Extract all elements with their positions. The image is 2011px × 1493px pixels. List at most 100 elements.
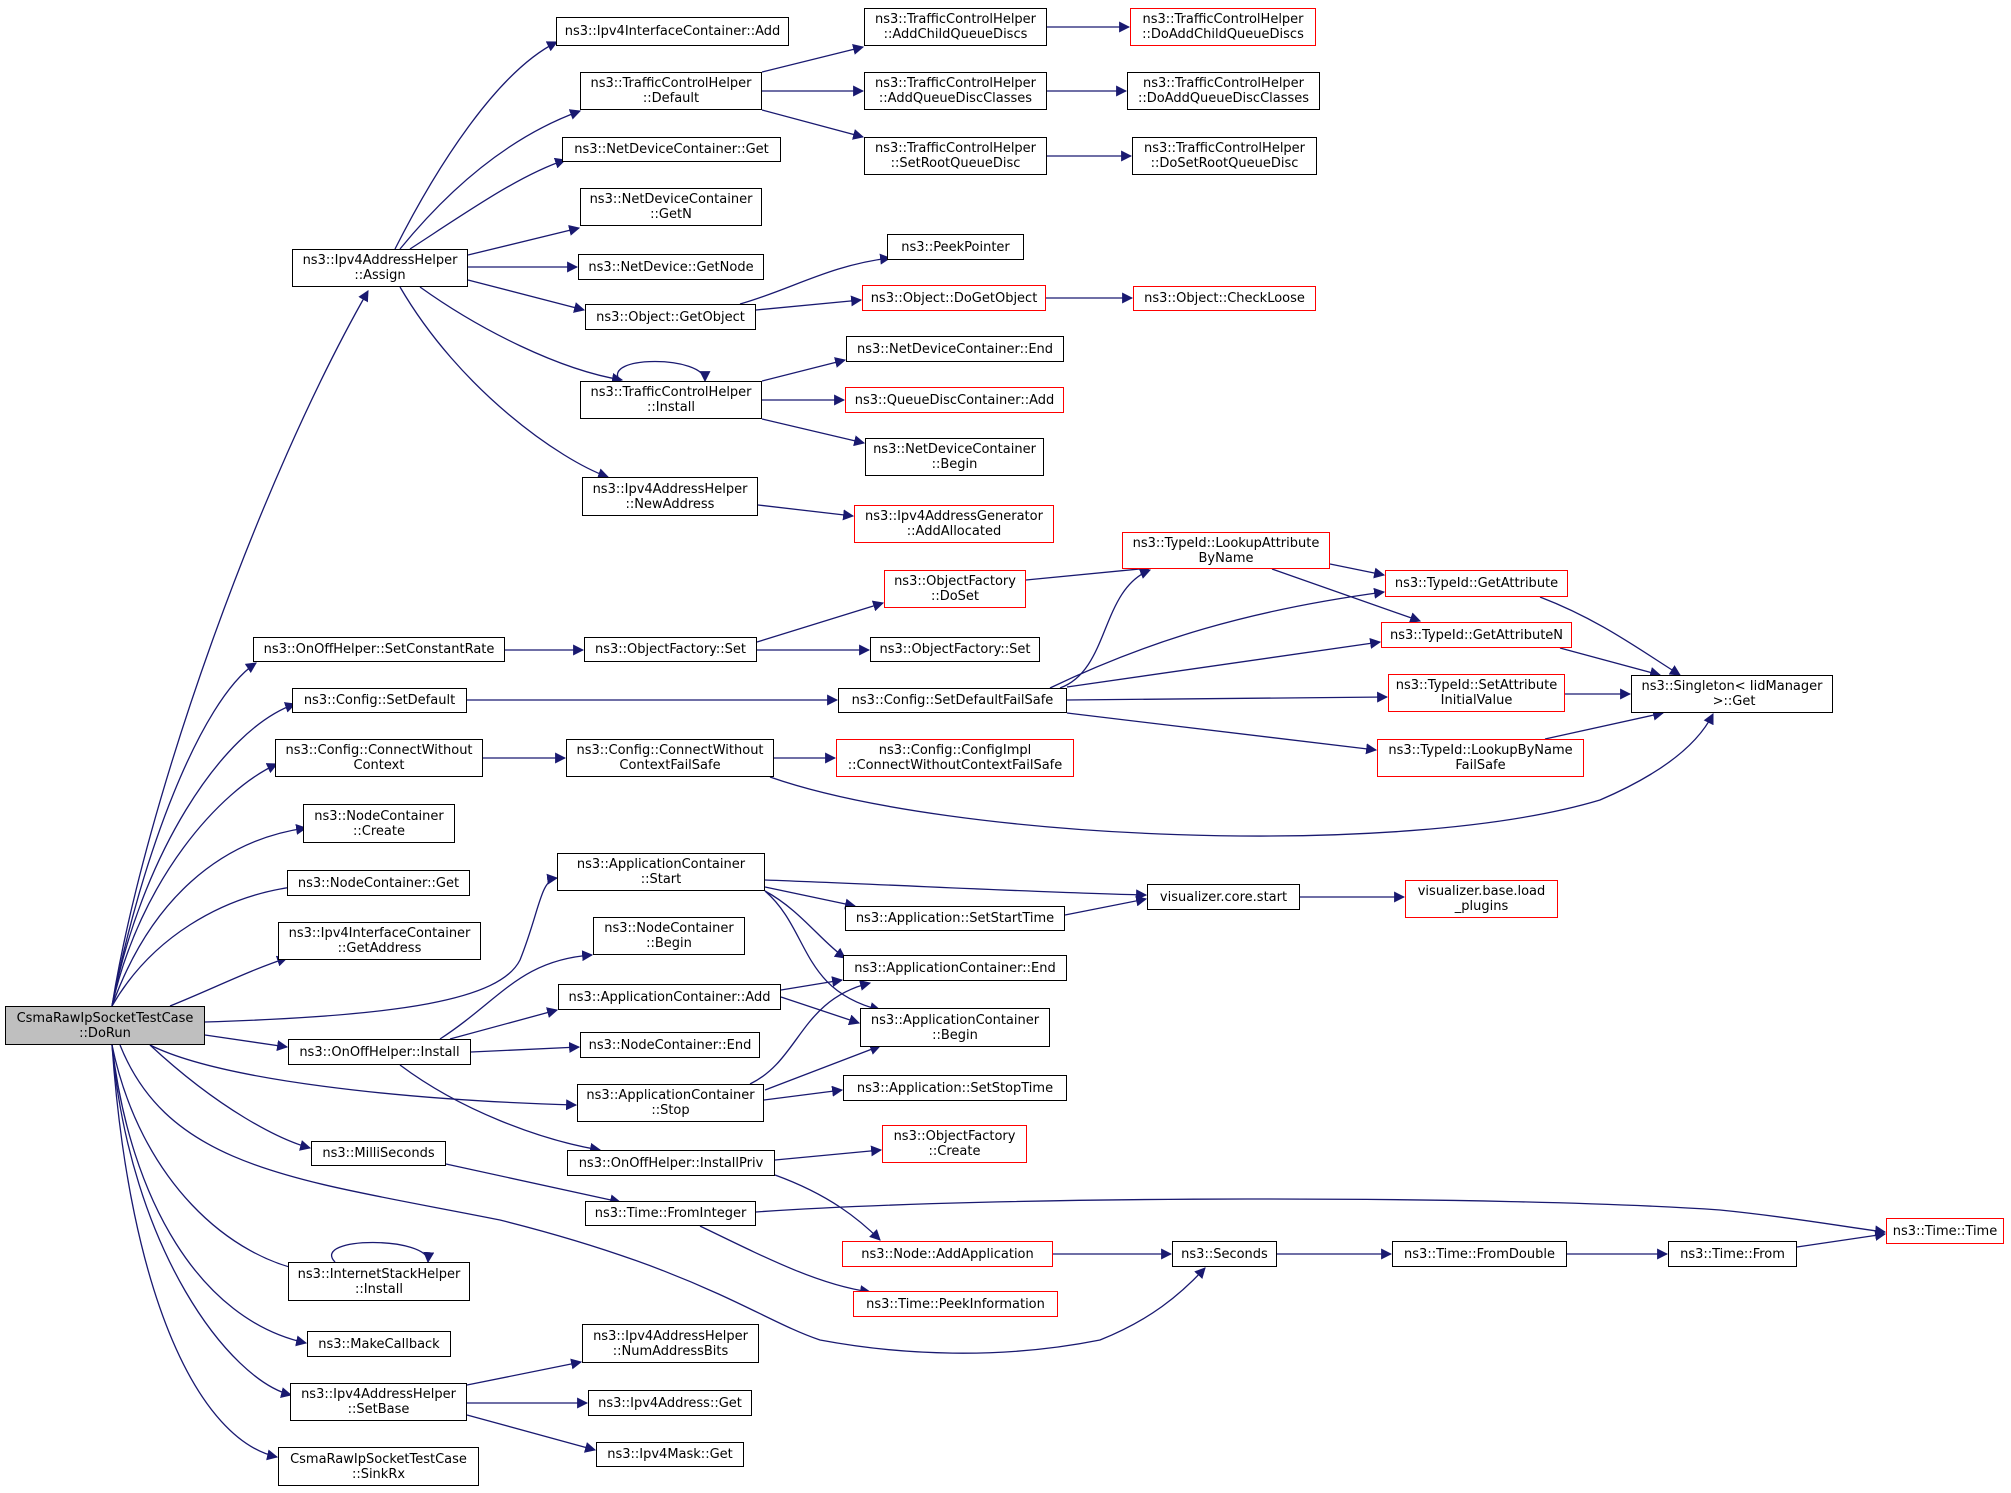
- node-typeid-getattr[interactable]: ns3::TypeId::GetAttribute: [1385, 570, 1568, 597]
- node-nc-end[interactable]: ns3::NodeContainer::End: [580, 1032, 760, 1058]
- node-peekpointer[interactable]: ns3::PeekPointer: [887, 234, 1024, 260]
- node-tch-setroot[interactable]: ns3::TrafficControlHelper::SetRootQueueD…: [864, 137, 1047, 175]
- node-time-frominteger[interactable]: ns3::Time::FromInteger: [585, 1201, 756, 1226]
- node-ndc-begin[interactable]: ns3::NetDeviceContainer::Begin: [865, 438, 1044, 476]
- edge-root-ac-start: [204, 873, 559, 1023]
- node-label-line: ns3::QueueDiscContainer::Add: [854, 392, 1055, 408]
- edge-tch-install-ndc-end: [761, 357, 847, 382]
- node-time-from[interactable]: ns3::Time::From: [1668, 1241, 1797, 1267]
- node-tch-doaddchild[interactable]: ns3::TrafficControlHelper::DoAddChildQue…: [1130, 8, 1316, 46]
- node-viz-core-start[interactable]: visualizer.core.start: [1147, 884, 1300, 910]
- node-ipv4ic-getaddress[interactable]: ns3::Ipv4InterfaceContainer::GetAddress: [278, 922, 481, 960]
- node-milliseconds[interactable]: ns3::MilliSeconds: [311, 1141, 446, 1166]
- node-configimpl-connect[interactable]: ns3::Config::ConfigImpl::ConnectWithoutC…: [836, 739, 1074, 777]
- node-label-line: ns3::Ipv4AddressHelper: [592, 481, 748, 497]
- node-nd-getnode[interactable]: ns3::NetDevice::GetNode: [578, 254, 764, 280]
- node-ipv4mask-get[interactable]: ns3::Ipv4Mask::Get: [596, 1442, 744, 1467]
- node-typeid-getattrn[interactable]: ns3::TypeId::GetAttributeN: [1381, 622, 1572, 648]
- node-label-line: ns3::ObjectFactory::Set: [594, 642, 747, 657]
- node-ac-start[interactable]: ns3::ApplicationContainer::Start: [557, 853, 765, 891]
- node-label-line: ns3::Config::ConfigImpl: [878, 743, 1032, 758]
- edge-ipv4ah-assign-ipv4ah-newaddress: [399, 286, 610, 479]
- edge-ipv4ah-assign-tch-install: [419, 286, 624, 384]
- node-node-addapp[interactable]: ns3::Node::AddApplication: [842, 1241, 1053, 1267]
- node-nc-begin[interactable]: ns3::NodeContainer::Begin: [593, 917, 745, 955]
- node-ac-end[interactable]: ns3::ApplicationContainer::End: [843, 955, 1067, 981]
- node-onoff-installpriv[interactable]: ns3::OnOffHelper::InstallPriv: [567, 1150, 775, 1176]
- node-ac-begin[interactable]: ns3::ApplicationContainer::Begin: [860, 1008, 1050, 1047]
- node-ndc-end[interactable]: ns3::NetDeviceContainer::End: [846, 336, 1064, 362]
- node-ipv4ic-add[interactable]: ns3::Ipv4InterfaceContainer::Add: [556, 17, 789, 46]
- node-ipv4ag-addallocated[interactable]: ns3::Ipv4AddressGenerator::AddAllocated: [854, 505, 1054, 543]
- node-label-line: ByName: [1198, 550, 1254, 566]
- node-label-line: ns3::ApplicationContainer::Add: [568, 989, 771, 1005]
- node-viz-base-load[interactable]: visualizer.base.load_plugins: [1405, 880, 1558, 918]
- node-obj-dogetobject[interactable]: ns3::Object::DoGetObject: [862, 285, 1046, 311]
- node-ish-install[interactable]: ns3::InternetStackHelper::Install: [288, 1262, 470, 1301]
- node-obj-getobject[interactable]: ns3::Object::GetObject: [585, 304, 756, 330]
- node-ipv4ah-numaddrbits[interactable]: ns3::Ipv4AddressHelper::NumAddressBits: [582, 1324, 759, 1363]
- edge-ac-add-ac-end: [780, 976, 844, 991]
- node-label-line: ns3::ObjectFactory: [894, 574, 1016, 589]
- node-label-line: ::DoSet: [930, 589, 980, 604]
- node-config-setdefault[interactable]: ns3::Config::SetDefault: [292, 688, 467, 713]
- node-label-line: _plugins: [1454, 899, 1509, 914]
- node-label-line: FailSafe: [1455, 758, 1506, 773]
- node-tch-addchild[interactable]: ns3::TrafficControlHelper::AddChildQueue…: [864, 8, 1047, 46]
- node-config-setdefaultfs[interactable]: ns3::Config::SetDefaultFailSafe: [838, 688, 1067, 713]
- node-label-line: ns3::MilliSeconds: [322, 1146, 435, 1161]
- edge-tch-default-tch-setroot: [761, 109, 865, 140]
- node-nc-create[interactable]: ns3::NodeContainer::Create: [303, 804, 455, 843]
- node-ndc-getn[interactable]: ns3::NetDeviceContainer::GetN: [580, 188, 762, 226]
- node-of-create[interactable]: ns3::ObjectFactory::Create: [882, 1125, 1027, 1163]
- node-tch-doaddclasses[interactable]: ns3::TrafficControlHelper::DoAddQueueDis…: [1127, 72, 1320, 110]
- node-root[interactable]: CsmaRawIpSocketTestCase::DoRun: [5, 1006, 205, 1045]
- node-singleton-get[interactable]: ns3::Singleton< IidManager >::Get: [1631, 675, 1833, 713]
- node-onoff-setconstrate[interactable]: ns3::OnOffHelper::SetConstantRate: [253, 637, 505, 662]
- node-tch-addclasses[interactable]: ns3::TrafficControlHelper::AddQueueDiscC…: [864, 72, 1047, 110]
- node-of-set1[interactable]: ns3::ObjectFactory::Set: [584, 637, 757, 662]
- node-label-line: ::GetN: [650, 207, 692, 222]
- node-label-line: CsmaRawIpSocketTestCase: [290, 1451, 467, 1467]
- node-onoff-install[interactable]: ns3::OnOffHelper::Install: [288, 1039, 471, 1065]
- node-label-line: ns3::Node::AddApplication: [861, 1246, 1034, 1262]
- node-ndc-get[interactable]: ns3::NetDeviceContainer::Get: [562, 137, 781, 162]
- edge-ipv4ah-assign-tch-default: [399, 109, 582, 250]
- node-time-fromdouble[interactable]: ns3::Time::FromDouble: [1392, 1241, 1567, 1267]
- node-ipv4addr-get[interactable]: ns3::Ipv4Address::Get: [588, 1390, 752, 1416]
- node-ac-stop[interactable]: ns3::ApplicationContainer::Stop: [577, 1084, 764, 1122]
- node-label-line: Context: [353, 758, 405, 773]
- node-qdc-add[interactable]: ns3::QueueDiscContainer::Add: [845, 387, 1064, 413]
- node-seconds[interactable]: ns3::Seconds: [1172, 1241, 1277, 1267]
- edge-ac-stop-ac-begin: [764, 1044, 882, 1091]
- node-sinkrx[interactable]: CsmaRawIpSocketTestCase::SinkRx: [278, 1447, 479, 1486]
- node-ipv4ah-newaddress[interactable]: ns3::Ipv4AddressHelper::NewAddress: [582, 477, 758, 516]
- node-nc-get[interactable]: ns3::NodeContainer::Get: [287, 870, 470, 896]
- node-time-peekinfo[interactable]: ns3::Time::PeekInformation: [853, 1291, 1058, 1317]
- edge-time-frominteger-time-peekinfo: [699, 1225, 872, 1297]
- edge-obj-getobject-peekpointer: [739, 253, 892, 305]
- node-tch-dosetroot[interactable]: ns3::TrafficControlHelper::DoSetRootQueu…: [1132, 137, 1317, 175]
- node-ipv4ah-setbase[interactable]: ns3::Ipv4AddressHelper::SetBase: [290, 1383, 467, 1421]
- edge-root-makecallback: [111, 1044, 308, 1347]
- node-of-set2[interactable]: ns3::ObjectFactory::Set: [870, 637, 1040, 662]
- node-of-doset[interactable]: ns3::ObjectFactory::DoSet: [884, 570, 1026, 608]
- node-ac-add[interactable]: ns3::ApplicationContainer::Add: [558, 984, 781, 1010]
- node-time-time[interactable]: ns3::Time::Time: [1886, 1218, 2004, 1244]
- node-obj-checkloose[interactable]: ns3::Object::CheckLoose: [1133, 286, 1316, 311]
- node-label-line: ns3::Object::GetObject: [596, 309, 745, 325]
- node-label-line: ns3::TrafficControlHelper: [874, 141, 1037, 156]
- edge-ac-start-ac-end: [764, 890, 846, 959]
- node-tch-install[interactable]: ns3::TrafficControlHelper::Install: [580, 381, 762, 419]
- node-tch-default[interactable]: ns3::TrafficControlHelper::Default: [580, 72, 762, 110]
- node-label-line: ns3::NetDeviceContainer::End: [856, 341, 1054, 357]
- node-app-setstarttime[interactable]: ns3::Application::SetStartTime: [845, 906, 1065, 931]
- node-makecallback[interactable]: ns3::MakeCallback: [307, 1331, 451, 1357]
- node-app-setstoptime[interactable]: ns3::Application::SetStopTime: [843, 1075, 1067, 1101]
- node-ipv4ah-assign[interactable]: ns3::Ipv4AddressHelper::Assign: [292, 249, 468, 287]
